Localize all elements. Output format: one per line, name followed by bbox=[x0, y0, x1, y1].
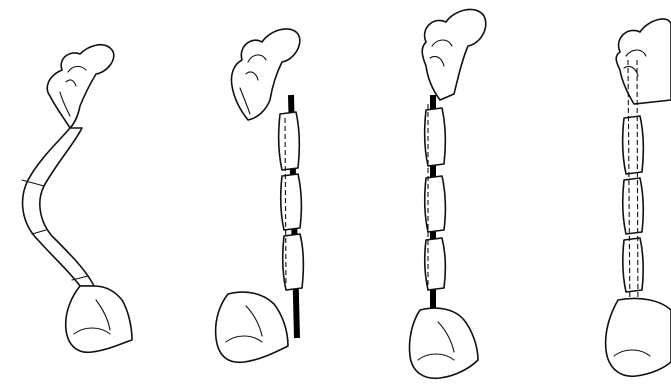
panel-4-segment-1 bbox=[623, 116, 644, 174]
panel-2-segment-1 bbox=[279, 112, 300, 170]
panel-3-proximal-end bbox=[422, 9, 486, 100]
panel-1-distal-end bbox=[66, 286, 132, 352]
panel-1-proximal-end bbox=[47, 45, 113, 128]
panel-2-segment-2 bbox=[281, 174, 302, 230]
panel-4-segment-2 bbox=[623, 178, 644, 234]
panel-2-distal-end bbox=[216, 292, 288, 362]
panel-4-distal-end bbox=[606, 298, 671, 376]
panel-1-bent-bone bbox=[22, 45, 132, 353]
panel-3-threaded-on-rod bbox=[409, 9, 485, 378]
panel-4-proximal-end bbox=[616, 19, 671, 104]
panel-4-realigned-bone bbox=[606, 19, 671, 376]
panel-3-distal-end bbox=[409, 308, 478, 378]
panel-4-segment-3 bbox=[623, 238, 644, 292]
panel-2-segments-and-rod bbox=[216, 29, 304, 362]
panel-1-shaft bbox=[23, 128, 94, 286]
